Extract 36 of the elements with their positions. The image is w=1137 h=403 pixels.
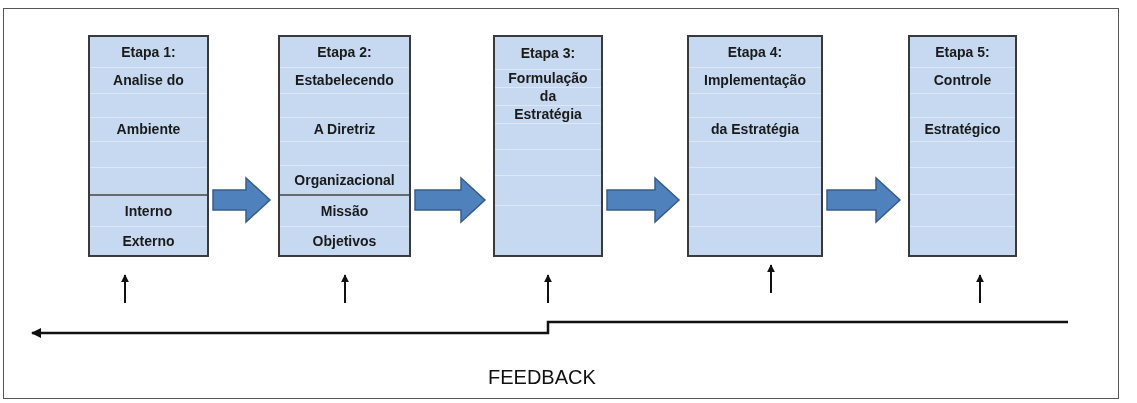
arrow xyxy=(767,264,775,294)
stage-box xyxy=(278,35,411,257)
arrow xyxy=(341,274,349,304)
stage-text: Objetivos xyxy=(312,232,377,250)
block-arrow xyxy=(212,176,272,224)
stage-box xyxy=(687,35,823,257)
block-arrow xyxy=(414,176,487,224)
stage-text: A Diretriz xyxy=(313,121,376,138)
stage-box xyxy=(88,35,209,257)
feedback-label: FEEDBACK xyxy=(488,366,596,389)
arrow xyxy=(544,274,552,304)
stage-text: Estratégico xyxy=(924,121,1001,138)
stage-text: Etapa 1: xyxy=(121,43,176,61)
stage-text: Etapa 2: xyxy=(317,43,372,61)
stage-text: da xyxy=(539,88,557,105)
stage-text: Analise do xyxy=(113,72,184,89)
stage-text: Etapa 3: xyxy=(520,44,576,62)
stage-box xyxy=(493,35,603,257)
block-arrow xyxy=(606,176,681,224)
stage-text: Interno xyxy=(124,202,173,220)
stage-text: Etapa 5: xyxy=(935,43,990,61)
arrow xyxy=(976,274,984,304)
stage-text: Ambiente xyxy=(116,121,181,138)
stage-text: Estratégia xyxy=(514,106,582,123)
block-arrow xyxy=(826,176,902,224)
stage-text: da Estratégia xyxy=(711,121,799,138)
stage-text: Organizacional xyxy=(294,171,395,189)
stage-text: Etapa 4: xyxy=(727,43,783,61)
arrow xyxy=(121,274,129,304)
stage-box xyxy=(908,35,1017,257)
stage-text: Formulação xyxy=(508,70,588,87)
stage-text: Missão xyxy=(320,202,369,220)
stage-text: Externo xyxy=(122,232,175,250)
stage-text: Controle xyxy=(933,72,992,89)
stage-text: Implementação xyxy=(704,72,806,89)
stage-text: Estabelecendo xyxy=(295,72,394,89)
